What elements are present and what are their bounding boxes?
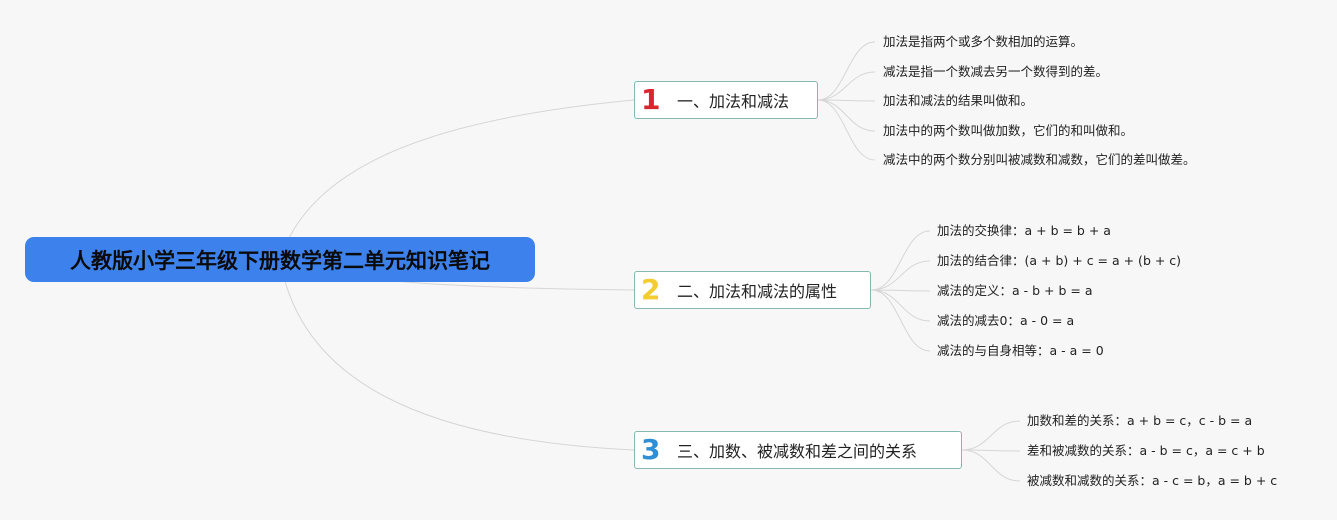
subtopic-b1-5[interactable]: 减法中的两个数分别叫被减数和减数，它们的差叫做差。 <box>883 152 1196 167</box>
subtopic-b2-3[interactable]: 减法的定义：a - b + b = a <box>937 283 1093 298</box>
subtopic-b2-5[interactable]: 减法的与自身相等：a - a = 0 <box>937 343 1104 358</box>
connector-root-branch-1 <box>279 99 635 260</box>
number-2-icon: 2 <box>641 273 661 306</box>
connector-b1-leaf-2 <box>817 71 876 101</box>
connector-b2-leaf-3 <box>870 289 931 292</box>
connector-b2-leaf-5 <box>870 289 931 352</box>
subtopic-b3-1[interactable]: 加数和差的关系：a + b = c，c - b = a <box>1027 413 1253 428</box>
subtopic-b3-3[interactable]: 被减数和减数的关系：a - c = b，a = b + c <box>1027 473 1278 488</box>
number-3-icon: 3 <box>641 433 661 466</box>
branch-label: 三、加数、被减数和差之间的关系 <box>677 442 918 461</box>
root-title: 人教版小学三年级下册数学第二单元知识笔记 <box>70 248 490 273</box>
branch-topic-2[interactable]: 2 二、加法和减法的属性 <box>634 271 871 309</box>
subtopic-b2-2[interactable]: 加法的结合律：(a + b) + c = a + (b + c) <box>937 253 1182 268</box>
connector-b3-leaf-1 <box>961 420 1021 451</box>
branch-label: 二、加法和减法的属性 <box>677 282 838 301</box>
connector-b1-leaf-5 <box>817 99 876 161</box>
number-1-icon: 1 <box>641 83 661 116</box>
connector-root-branch-3 <box>279 258 635 451</box>
connector-b3-leaf-3 <box>961 449 1021 482</box>
connector-b1-leaf-4 <box>817 99 876 132</box>
branch-topic-1[interactable]: 1 一、加法和减法 <box>634 81 818 119</box>
subtopic-b1-2[interactable]: 减法是指一个数减去另一个数得到的差。 <box>883 64 1109 79</box>
subtopic-b3-2[interactable]: 差和被减数的关系：a - b = c，a = c + b <box>1027 443 1265 458</box>
subtopic-b2-1[interactable]: 加法的交换律：a + b = b + a <box>937 223 1111 238</box>
subtopic-b1-1[interactable]: 加法是指两个或多个数相加的运算。 <box>883 34 1084 49</box>
connector-b1-leaf-3 <box>817 99 876 102</box>
subtopic-b1-3[interactable]: 加法和减法的结果叫做和。 <box>883 93 1034 108</box>
subtopic-b2-4[interactable]: 减法的减去0：a - 0 = a <box>937 313 1075 328</box>
connector-b3-leaf-2 <box>961 449 1021 452</box>
branch-topic-3[interactable]: 3 三、加数、被减数和差之间的关系 <box>634 431 962 469</box>
connector-b2-leaf-2 <box>870 260 931 291</box>
branch-label: 一、加法和减法 <box>677 92 790 111</box>
root-topic[interactable]: 人教版小学三年级下册数学第二单元知识笔记 <box>25 237 535 282</box>
subtopic-b1-4[interactable]: 加法中的两个数叫做加数，它们的和叫做和。 <box>883 123 1134 138</box>
connector-b2-leaf-4 <box>870 289 931 322</box>
connector-b1-leaf-1 <box>817 41 876 101</box>
connector-b2-leaf-1 <box>870 230 931 291</box>
